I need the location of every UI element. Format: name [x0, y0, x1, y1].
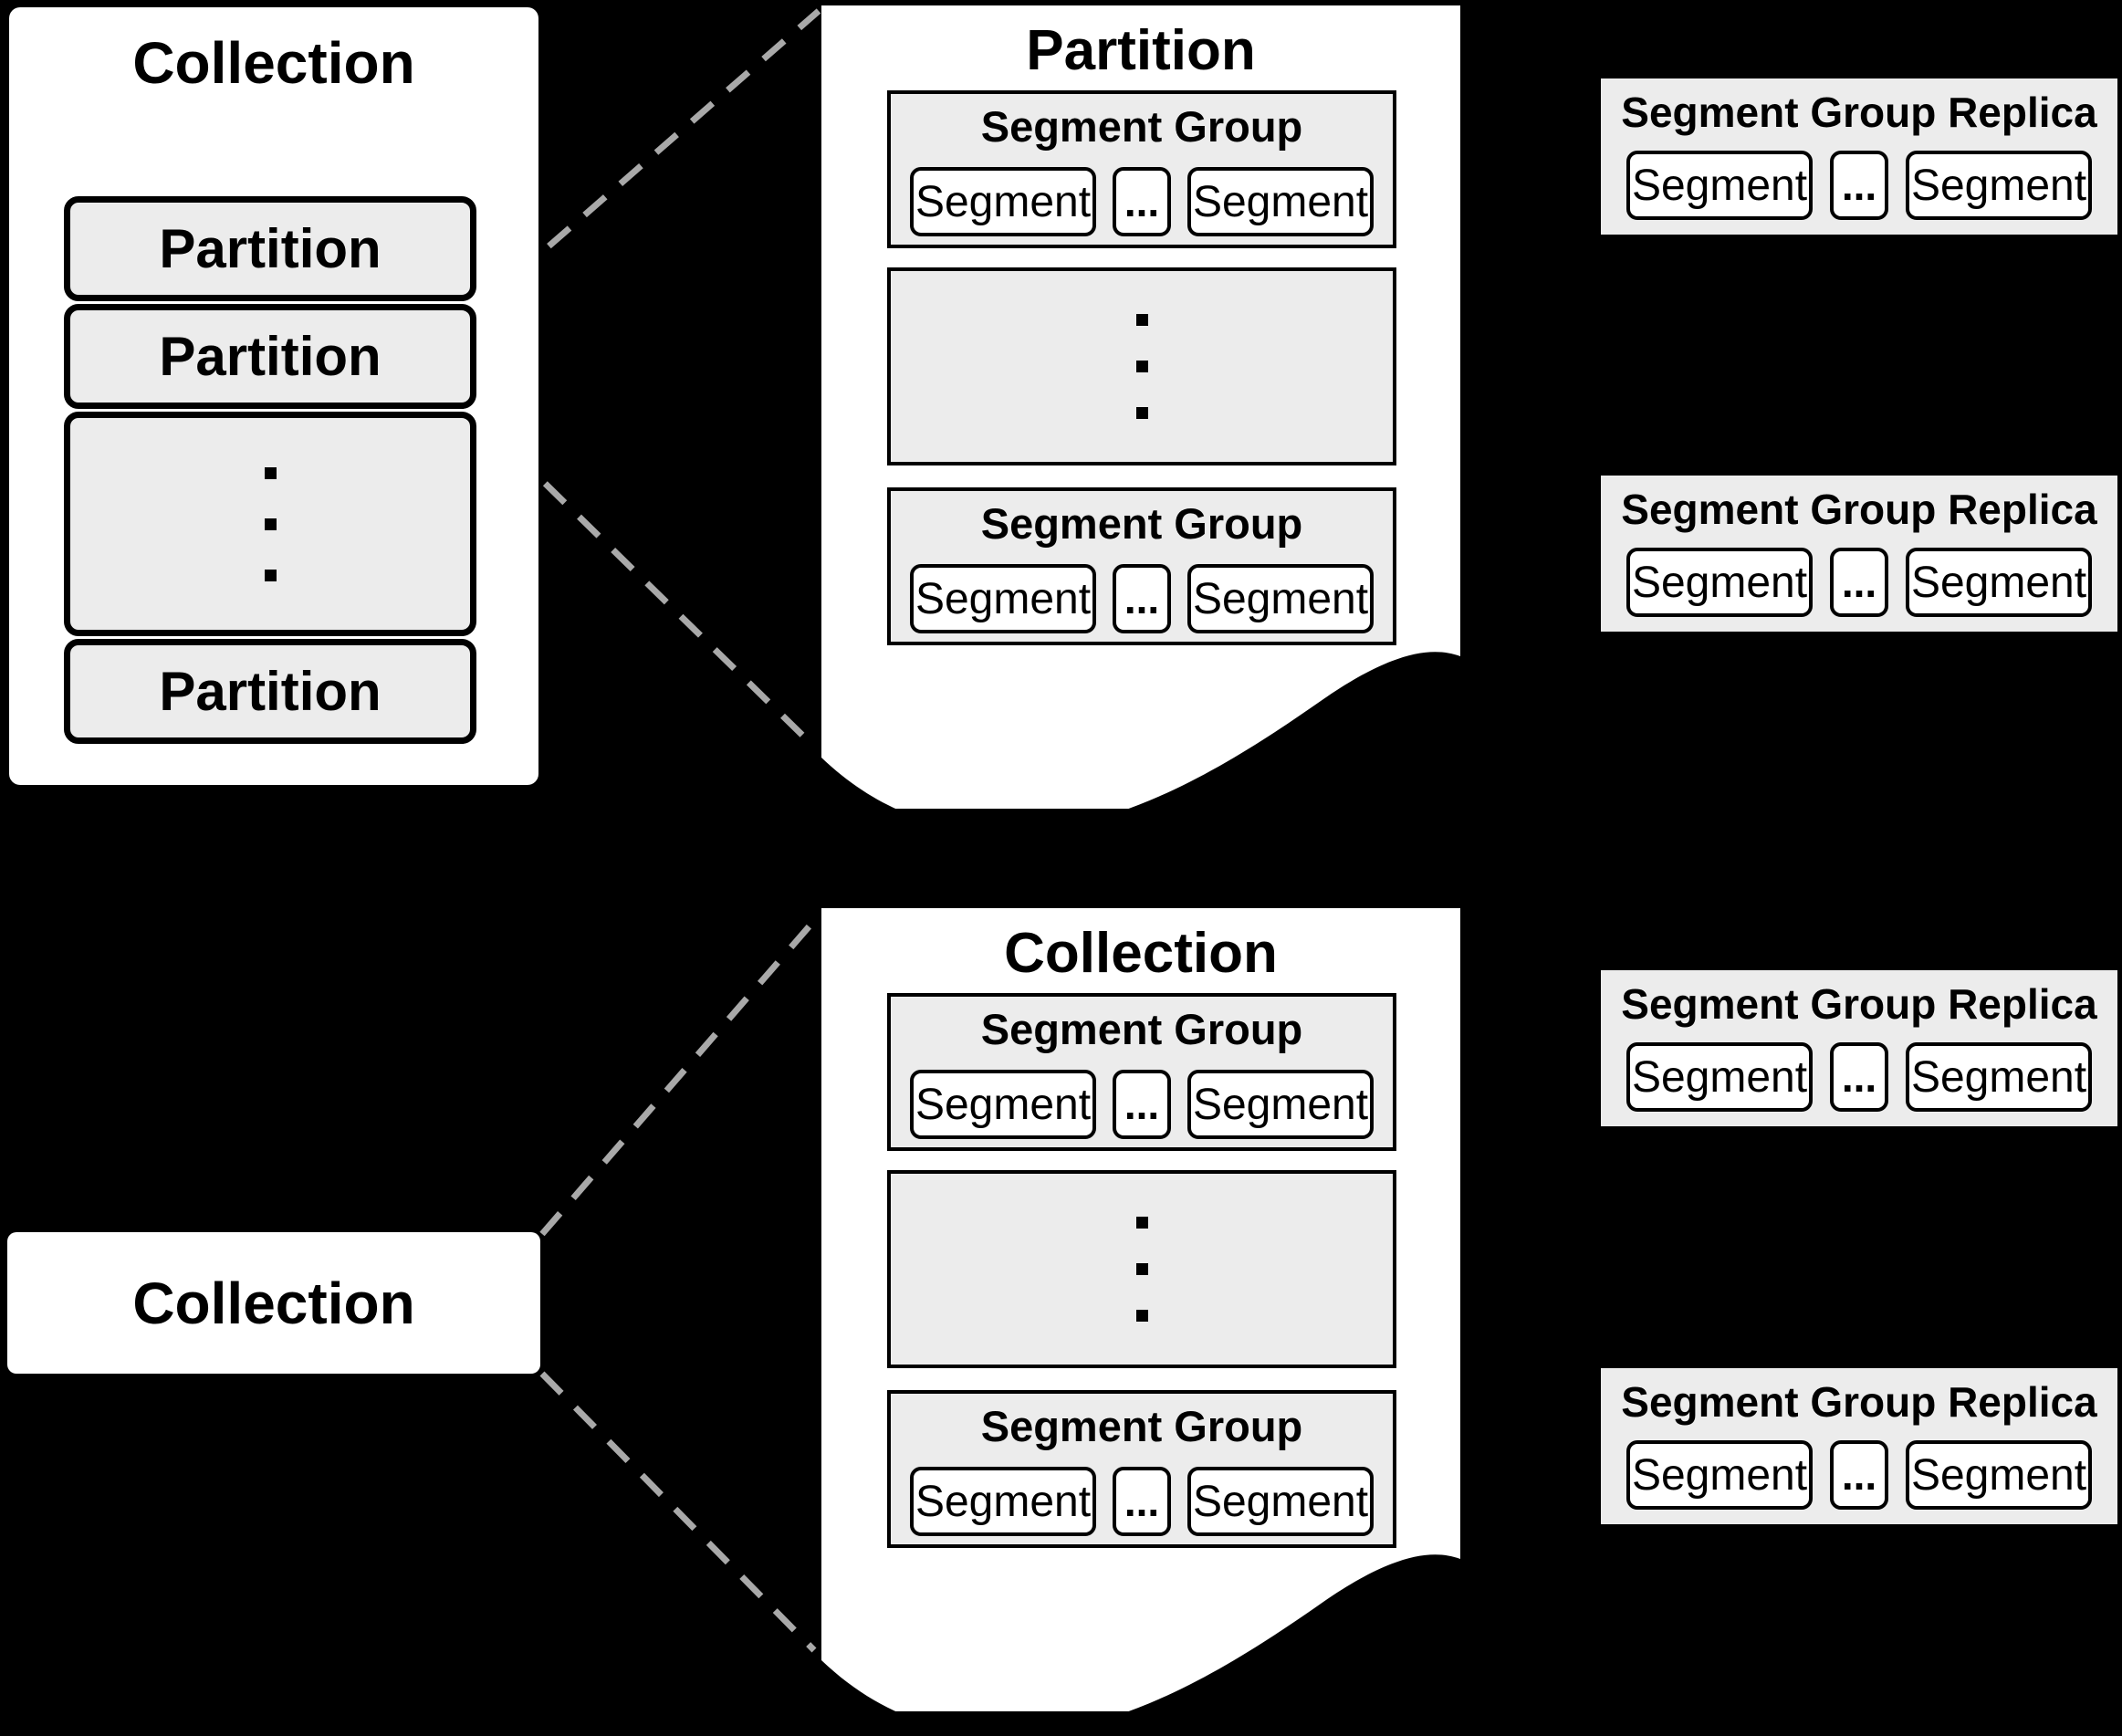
segment-row: Segment ... Segment	[1601, 1042, 2117, 1112]
vertical-ellipsis-dot-icon	[264, 518, 277, 530]
segment-box: Segment	[910, 1070, 1096, 1139]
vertical-ellipsis-dot-icon	[264, 466, 277, 479]
segment-ellipsis-box: ...	[1830, 151, 1888, 220]
segment-row: Segment ... Segment	[1601, 151, 2117, 220]
segment-group-ellipsis-box	[887, 1170, 1396, 1368]
segment-ellipsis-box: ...	[1113, 564, 1171, 633]
collection-detail-title: Collection	[1004, 922, 1278, 985]
segment-group-replica-box: Segment Group Replica Segment ... Segmen…	[1601, 78, 2117, 235]
vertical-ellipsis-dot-icon	[1136, 407, 1148, 419]
segment-ellipsis-box: ...	[1113, 1467, 1171, 1536]
collection-small-box: Collection	[7, 1232, 540, 1374]
segment-group-replica-title: Segment Group Replica	[1621, 1378, 2097, 1426]
segment-group-box: Segment Group Segment ... Segment	[887, 90, 1396, 248]
vertical-ellipsis-dot-icon	[1136, 1217, 1148, 1229]
segment-box: Segment	[910, 1467, 1096, 1536]
segment-box: Segment	[1906, 548, 2092, 617]
partition-box: Partition	[64, 196, 476, 301]
segment-ellipsis-box: ...	[1113, 1070, 1171, 1139]
segment-box: Segment	[1626, 151, 1813, 220]
segment-group-replica-title: Segment Group Replica	[1621, 486, 2097, 533]
collection-detail-page: Collection Segment Group Segment ... Seg…	[821, 908, 1460, 1711]
partition-box: Partition	[64, 639, 476, 744]
segment-box: Segment	[1906, 1440, 2092, 1510]
collection-overview-box: Collection Partition Partition Partition	[9, 7, 538, 785]
partition-box: Partition	[64, 304, 476, 409]
segment-group-box: Segment Group Segment ... Segment	[887, 1390, 1396, 1548]
segment-group-box: Segment Group Segment ... Segment	[887, 993, 1396, 1151]
vertical-ellipsis-dot-icon	[264, 569, 277, 581]
segment-box: Segment	[910, 167, 1096, 236]
connector-line-top-lower	[475, 414, 819, 751]
collection-overview-title: Collection	[132, 30, 415, 96]
segment-row: Segment ... Segment	[891, 167, 1393, 236]
segment-box: Segment	[1626, 548, 1813, 617]
segment-group-title: Segment Group	[980, 499, 1303, 548]
segment-group-replica-box: Segment Group Replica Segment ... Segmen…	[1601, 476, 2117, 632]
segment-group-title: Segment Group	[980, 1005, 1303, 1053]
segment-ellipsis-box: ...	[1830, 1042, 1888, 1112]
segment-group-replica-box: Segment Group Replica Segment ... Segmen…	[1601, 970, 2117, 1126]
partition-detail-page: Partition Segment Group Segment ... Segm…	[821, 5, 1460, 809]
segment-box: Segment	[1187, 564, 1374, 633]
segment-group-title: Segment Group	[980, 102, 1303, 151]
segment-box: Segment	[1626, 1042, 1813, 1112]
segment-box: Segment	[1906, 1042, 2092, 1112]
segment-box: Segment	[1626, 1440, 1813, 1510]
segment-box: Segment	[1187, 1070, 1374, 1139]
vertical-ellipsis-dot-icon	[1136, 1263, 1148, 1275]
segment-group-box: Segment Group Segment ... Segment	[887, 487, 1396, 645]
partition-ellipsis-box	[64, 412, 476, 636]
segment-row: Segment ... Segment	[891, 1070, 1393, 1139]
segment-group-replica-box: Segment Group Replica Segment ... Segmen…	[1601, 1368, 2117, 1524]
segment-box: Segment	[910, 564, 1096, 633]
segment-row: Segment ... Segment	[891, 564, 1393, 633]
segment-row: Segment ... Segment	[1601, 1440, 2117, 1510]
partition-detail-title: Partition	[1026, 19, 1256, 82]
connector-line-bottom-upper	[539, 913, 821, 1237]
connector-line-bottom-lower	[539, 1371, 817, 1653]
segment-box: Segment	[1906, 151, 2092, 220]
segment-group-replica-title: Segment Group Replica	[1621, 89, 2097, 136]
segment-group-title: Segment Group	[980, 1402, 1303, 1450]
segment-box: Segment	[1187, 1467, 1374, 1536]
segment-group-replica-title: Segment Group Replica	[1621, 980, 2097, 1028]
vertical-ellipsis-dot-icon	[1136, 1310, 1148, 1322]
segment-row: Segment ... Segment	[1601, 548, 2117, 617]
vertical-ellipsis-dot-icon	[1136, 361, 1148, 372]
segment-box: Segment	[1187, 167, 1374, 236]
segment-row: Segment ... Segment	[891, 1467, 1393, 1536]
segment-ellipsis-box: ...	[1830, 1440, 1888, 1510]
segment-ellipsis-box: ...	[1830, 548, 1888, 617]
vertical-ellipsis-dot-icon	[1136, 314, 1148, 326]
segment-group-ellipsis-box	[887, 267, 1396, 465]
partition-stack: Partition Partition Partition	[64, 196, 476, 747]
segment-ellipsis-box: ...	[1113, 167, 1171, 236]
